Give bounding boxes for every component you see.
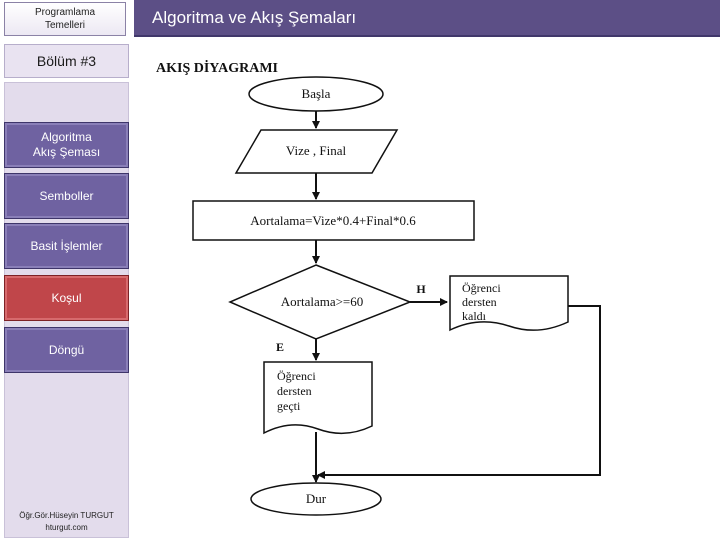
false-output-line1: Öğrenci	[462, 281, 501, 295]
chapter-label: Bölüm #3	[4, 44, 129, 78]
nav-item-semboller[interactable]: Semboller	[4, 173, 129, 219]
slide-header: Algoritma ve Akış Şemaları	[134, 0, 720, 37]
false-output-line3: kaldı	[462, 309, 487, 323]
end-terminal	[250, 482, 382, 516]
nav-item-algoritma-akis-semasi[interactable]: Algoritma Akış Şeması	[4, 122, 129, 168]
slide-title: Algoritma ve Akış Şemaları	[152, 7, 357, 27]
true-output-line2: dersten	[277, 384, 312, 398]
true-output-document	[263, 361, 373, 435]
true-output-line3: geçti	[277, 399, 301, 413]
true-output-line1: Öğrenci	[277, 369, 316, 383]
nav-item-label: Algoritma	[41, 130, 92, 144]
process-label: Aortalama=Vize*0.4+Final*0.6	[250, 213, 416, 228]
sidebar: Programlama Temelleri Bölüm #3 Algoritma…	[0, 0, 132, 540]
false-output-document	[449, 275, 569, 332]
decision-label: Aortalama>=60	[281, 294, 364, 309]
nav-item-basit-islemler[interactable]: Basit İşlemler	[4, 223, 129, 269]
nav-item-kosul[interactable]: Koşul	[4, 275, 129, 321]
nav-item-label: Basit İşlemler	[30, 238, 103, 253]
connector-false-end	[317, 305, 601, 479]
nav-item-label: Döngü	[48, 342, 85, 357]
author-credit: Öğr.Gör.Hüseyin TURGUT hturgut.com	[4, 510, 129, 534]
flowchart-heading: AKIŞ DİYAGRAMI	[156, 59, 278, 76]
input-label: Vize , Final	[286, 143, 347, 158]
author-name: Öğr.Gör.Hüseyin TURGUT	[19, 511, 114, 520]
nav-item-label: Koşul	[51, 290, 82, 305]
false-branch-label: H	[416, 282, 426, 296]
true-branch-label: E	[276, 340, 284, 354]
flowchart-svg: AKIŞ DİYAGRAMI Başla Vize , Final Aortal…	[156, 59, 601, 516]
false-output-line2: dersten	[462, 295, 497, 309]
input-parallelogram	[234, 129, 399, 174]
end-label: Dur	[306, 491, 327, 506]
course-title-line2: Temelleri	[44, 20, 85, 31]
process-box	[192, 200, 475, 241]
nav-item-dongu[interactable]: Döngü	[4, 327, 129, 373]
flowchart-area: AKIŞ DİYAGRAMI Başla Vize , Final Aortal…	[134, 40, 720, 540]
course-title: Programlama Temelleri	[4, 2, 126, 36]
author-website: hturgut.com	[45, 523, 88, 532]
nav-item-label: Akış Şeması	[32, 145, 101, 159]
course-title-line1: Programlama	[34, 7, 96, 18]
nav-item-label: Semboller	[39, 188, 94, 203]
start-label: Başla	[302, 86, 331, 101]
